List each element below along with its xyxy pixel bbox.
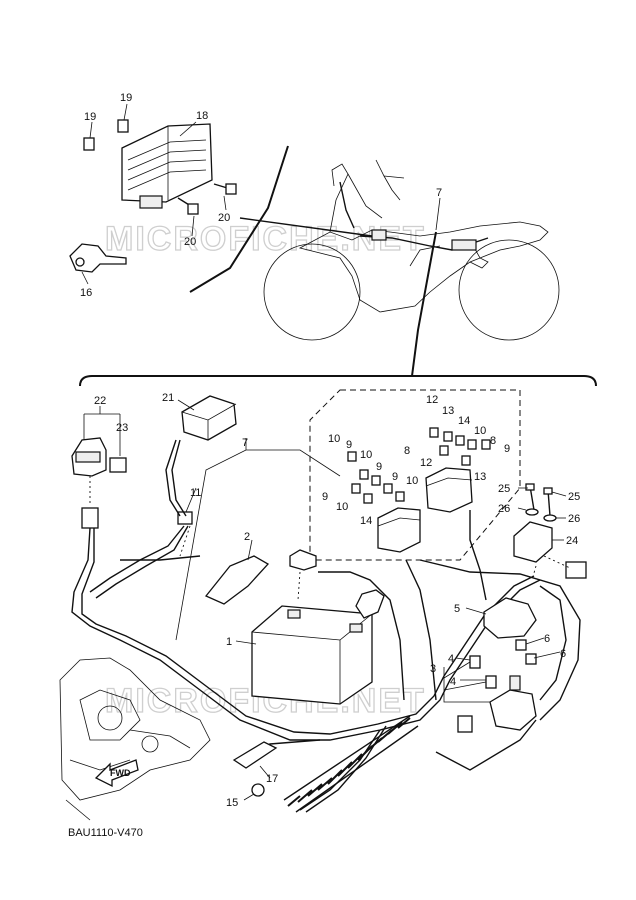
callout-20-lower: 20 xyxy=(184,236,196,248)
callout-22: 22 xyxy=(94,395,106,407)
harness-wrap xyxy=(283,715,419,813)
callout-9-right: 9 xyxy=(504,443,510,455)
washer-26-left xyxy=(525,508,539,516)
clamp-16 xyxy=(69,243,127,273)
callout-8-right: 8 xyxy=(490,435,496,447)
rectifier-regulator xyxy=(121,123,213,209)
callout-14-top: 14 xyxy=(458,415,470,427)
callout-7-top: 7 xyxy=(436,187,442,199)
coupler-right xyxy=(565,561,587,579)
starter-relay-3 xyxy=(489,675,537,731)
small-coupler xyxy=(457,715,473,733)
callout-23: 23 xyxy=(116,422,128,434)
callout-26-left: 26 xyxy=(498,503,510,515)
callout-24: 24 xyxy=(566,535,578,547)
callout-9-left-top: 9 xyxy=(346,439,352,451)
nut-19-left xyxy=(83,137,95,151)
engine-sketch xyxy=(59,657,211,821)
rear-wheel xyxy=(458,239,560,341)
screw-15 xyxy=(251,783,265,797)
inset-divider-line xyxy=(189,145,289,293)
callout-18: 18 xyxy=(196,110,208,122)
callout-2: 2 xyxy=(244,531,250,543)
callout-5: 5 xyxy=(454,603,460,615)
callout-7-mid: 7 xyxy=(242,437,248,449)
battery-1 xyxy=(251,605,373,705)
callout-12-mid: 12 xyxy=(420,457,432,469)
callout-6-upper: 6 xyxy=(544,633,550,645)
callout-10-left-mid: 10 xyxy=(360,449,372,461)
callout-12-top: 12 xyxy=(426,394,438,406)
callout-9-left-mid: 9 xyxy=(376,461,382,473)
fuse-4-upper xyxy=(469,655,481,669)
forward-label: FWD xyxy=(110,768,131,778)
callout-19-left: 19 xyxy=(84,111,96,123)
fuse-box-right xyxy=(425,467,473,513)
fuse-box-left xyxy=(377,507,421,553)
callout-3: 3 xyxy=(430,663,436,675)
callout-14-left: 14 xyxy=(360,515,372,527)
bolt-20-lower xyxy=(177,197,199,215)
coupler-23 xyxy=(109,457,127,473)
fuse-holder-17 xyxy=(232,741,278,769)
callout-17: 17 xyxy=(266,773,278,785)
callout-13-top: 13 xyxy=(442,405,454,417)
callout-10-left-edge: 10 xyxy=(336,501,348,513)
callout-26-right: 26 xyxy=(568,513,580,525)
callout-9-left-low: 9 xyxy=(392,471,398,483)
wire-harness xyxy=(71,439,581,813)
callout-19-upper: 19 xyxy=(120,92,132,104)
bolt-20-upper xyxy=(213,183,237,195)
callout-16: 16 xyxy=(80,287,92,299)
connector-11 xyxy=(177,511,193,525)
regulator-leader xyxy=(239,217,373,237)
callout-25-left: 25 xyxy=(498,483,510,495)
fuse-area-outline xyxy=(309,389,521,561)
callout-9-left-edge: 9 xyxy=(322,491,328,503)
forward-arrow-icon: FWD xyxy=(94,759,139,788)
relay-24 xyxy=(513,521,553,563)
callout-21: 21 xyxy=(162,392,174,404)
starter-relay-cover-5 xyxy=(483,597,537,639)
washer-26-right xyxy=(543,514,557,522)
callout-1: 1 xyxy=(226,636,232,648)
bolt-25-left xyxy=(525,483,535,511)
bolt-6-upper xyxy=(515,639,527,651)
callout-20-upper: 20 xyxy=(218,212,230,224)
fuse-4-lower xyxy=(485,675,497,689)
callout-25-right: 25 xyxy=(568,491,580,503)
watermark-top: MICROFICHE.NET xyxy=(105,220,426,258)
diagram-code: BAU1110-V470 xyxy=(68,827,143,839)
callout-4-lower: 4 xyxy=(450,676,456,688)
callout-6-lower: 6 xyxy=(560,648,566,660)
bracket-pointer xyxy=(411,231,437,377)
callout-4-upper: 4 xyxy=(448,653,454,665)
mini-fuses-group xyxy=(347,427,491,504)
callout-15: 15 xyxy=(226,797,238,809)
front-wheel xyxy=(263,243,361,341)
battery-lead xyxy=(289,549,385,619)
relay-22 xyxy=(71,437,107,477)
callout-10-right: 10 xyxy=(474,425,486,437)
callout-13-mid: 13 xyxy=(474,471,486,483)
relay-21 xyxy=(181,395,237,441)
callout-11: 11 xyxy=(190,487,201,499)
bolt-25-right xyxy=(543,487,553,517)
nut-19-upper xyxy=(117,119,129,133)
callout-10-left-low: 10 xyxy=(406,475,418,487)
section-bracket xyxy=(79,375,597,387)
callout-10-left-top: 10 xyxy=(328,433,340,445)
bolt-6-lower xyxy=(525,653,537,665)
callout-8-left: 8 xyxy=(404,445,410,457)
motorcycle-outline xyxy=(263,159,560,341)
battery-band-2 xyxy=(204,555,270,605)
coupler-left-connector xyxy=(81,507,99,529)
